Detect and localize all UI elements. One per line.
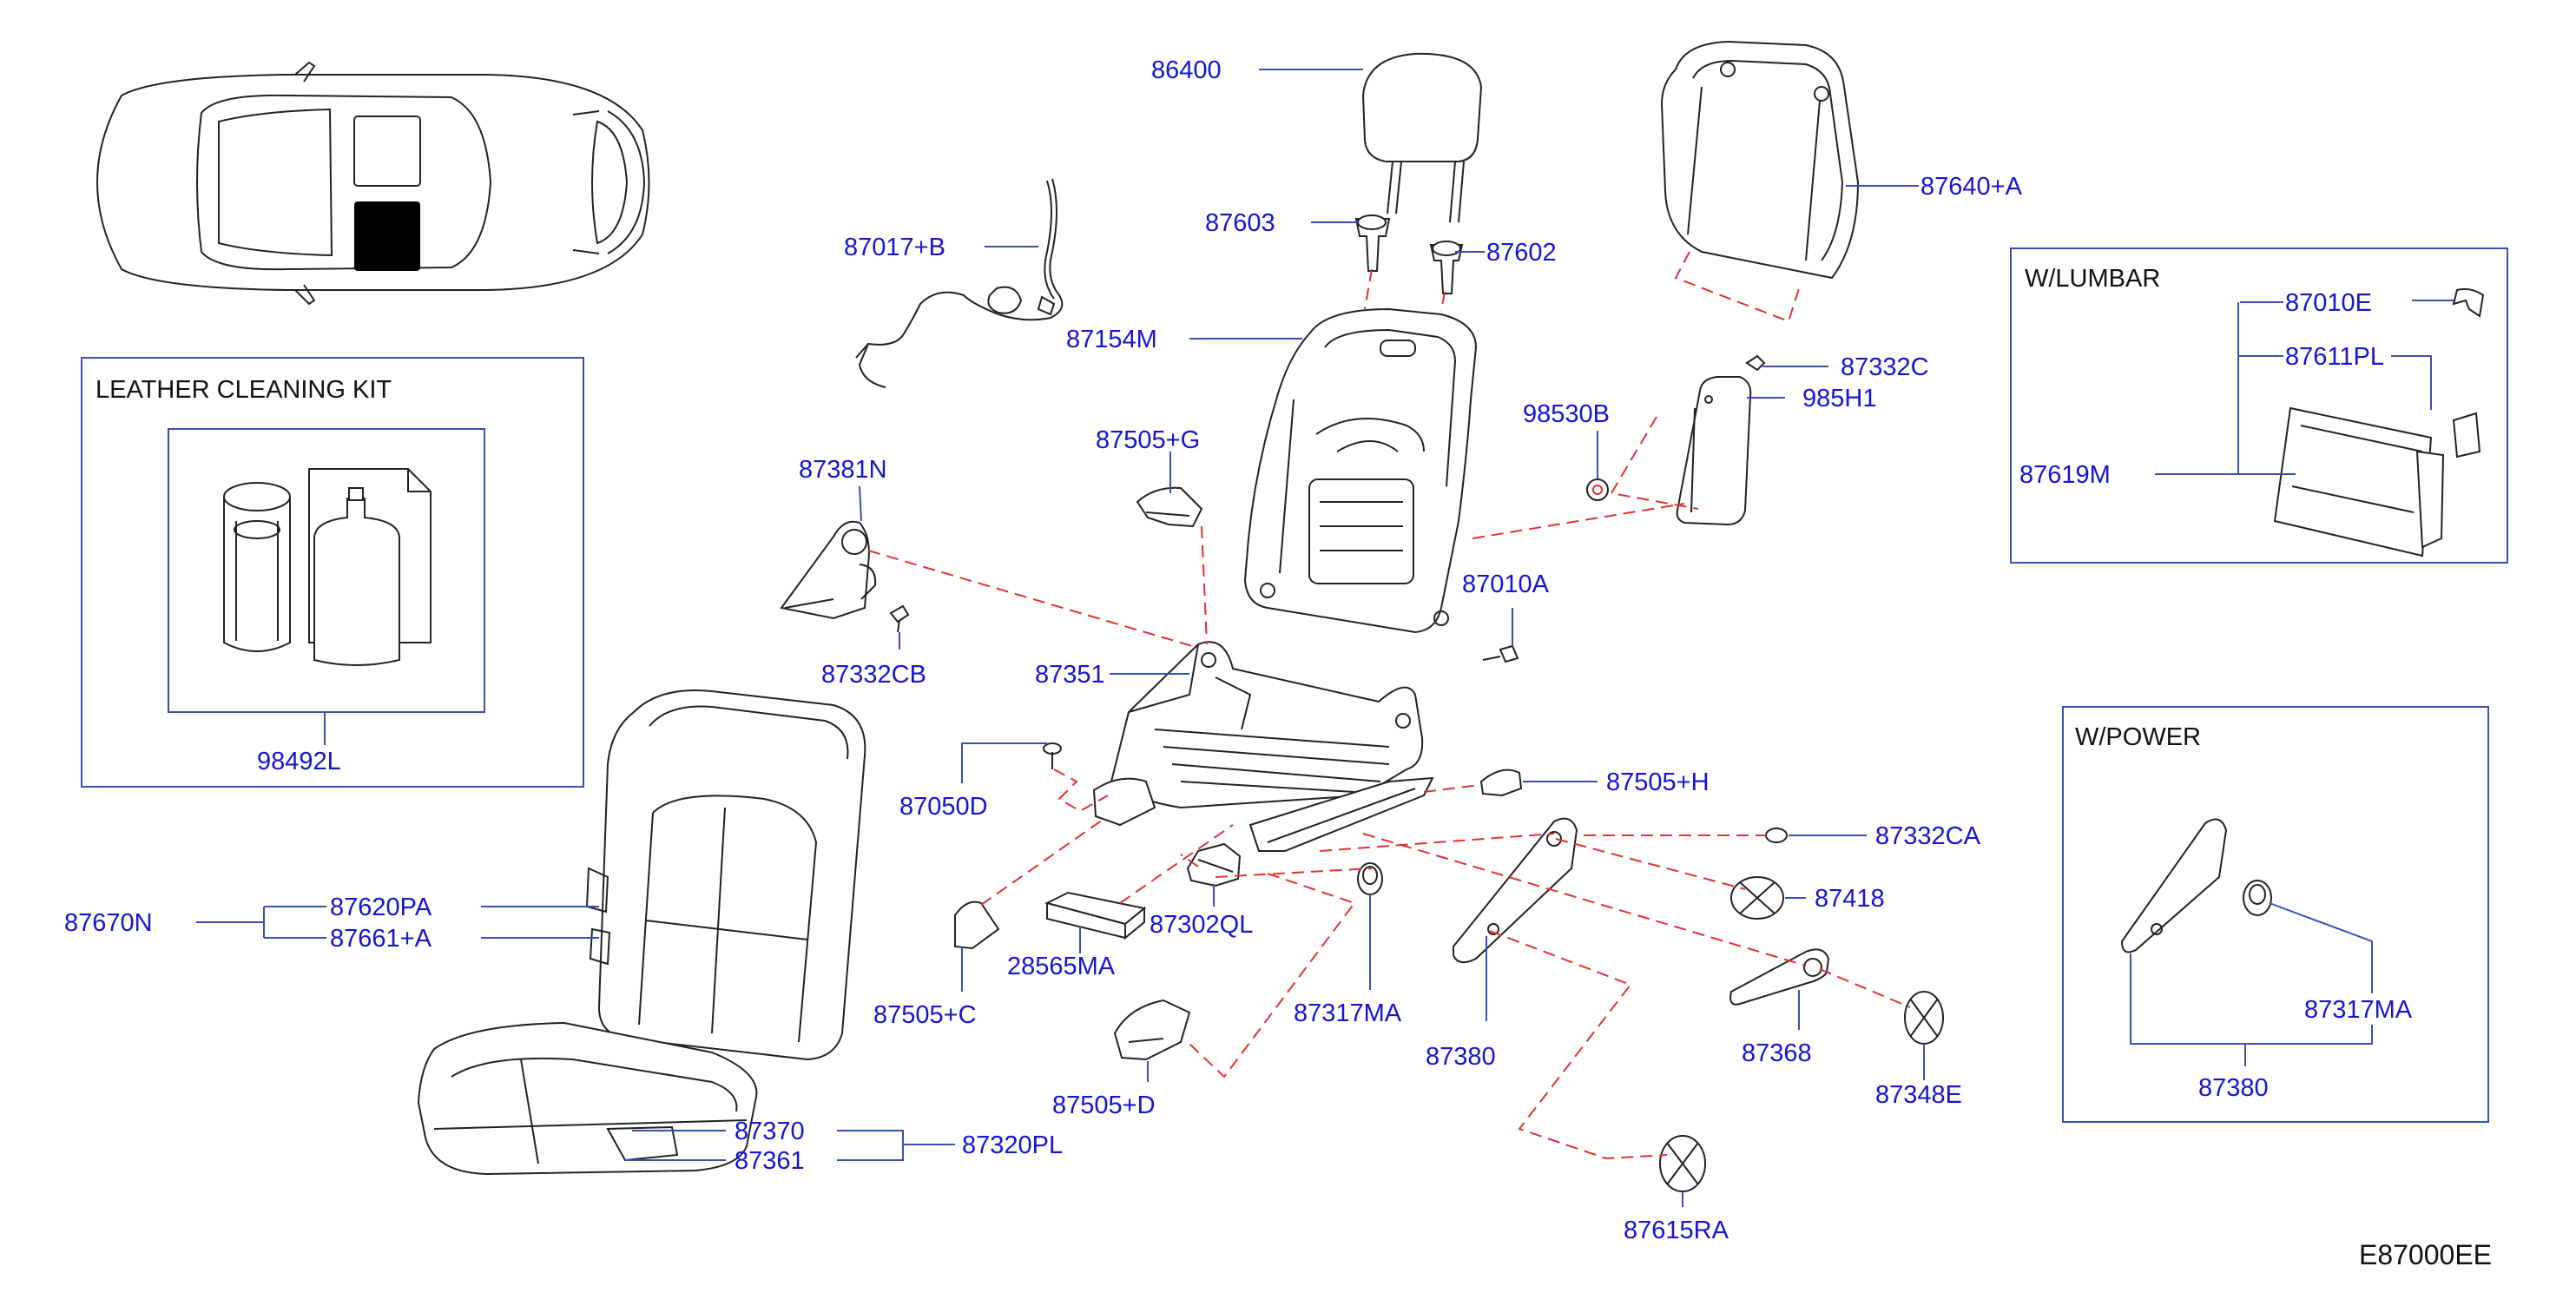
- switch-panel-87380-illustration: [1453, 817, 1578, 964]
- bracket-87381N-illustration: [780, 520, 877, 620]
- label-98530B[interactable]: 98530B: [1523, 400, 1610, 428]
- bolt-87050D: [1043, 742, 1062, 769]
- cushion-frame-illustration: [1092, 641, 1434, 852]
- label-87320PL[interactable]: 87320PL: [962, 1131, 1063, 1159]
- label-87661A[interactable]: 87661+A: [330, 925, 432, 953]
- label-87317MA[interactable]: 87317MA: [1294, 999, 1402, 1027]
- label-87050D[interactable]: 87050D: [899, 793, 988, 821]
- label-87611PL[interactable]: 87611PL: [2285, 343, 2384, 371]
- label-87615RA[interactable]: 87615RA: [1624, 1217, 1729, 1244]
- leather-kit-title: LEATHER CLEANING KIT: [96, 376, 392, 404]
- power-box-title: W/POWER: [2075, 723, 2201, 751]
- seatback-frame-illustration: [1243, 307, 1478, 634]
- bolt-87010A: [1482, 644, 1519, 663]
- bolt-87332CB: [889, 604, 910, 633]
- wiring-harness-illustration: [855, 178, 1064, 388]
- headrest-guides-illustration: [1354, 214, 1464, 294]
- screw-87332CA: [1765, 828, 1788, 843]
- label-28565MA[interactable]: 28565MA: [1007, 953, 1116, 980]
- cushion-trim-illustration: [417, 1021, 758, 1176]
- part-labels: 86400 87603 87602 87017+B 87154M 87640+A…: [64, 56, 2413, 1244]
- motor-87302QL-illustration: [1186, 842, 1242, 887]
- label-87332CA[interactable]: 87332CA: [1875, 822, 1981, 850]
- label-87332C[interactable]: 87332C: [1841, 353, 1929, 381]
- label-87361[interactable]: 87361: [735, 1147, 805, 1175]
- label-87154M[interactable]: 87154M: [1066, 326, 1157, 353]
- lumbar-box: W/LUMBAR: [2010, 247, 2508, 564]
- module-28565MA-illustration: [1044, 891, 1147, 940]
- seatback-trim-illustration: [585, 689, 866, 1061]
- cover-87505D-illustration: [1113, 999, 1191, 1061]
- label-87670N[interactable]: 87670N: [64, 909, 153, 937]
- knob-87348E-illustration: [1904, 991, 1944, 1045]
- label-87640A[interactable]: 87640+A: [1920, 173, 2023, 201]
- label-87620PA[interactable]: 87620PA: [330, 894, 432, 921]
- side-panel-985H1-illustration: [1676, 376, 1752, 526]
- label-87348E[interactable]: 87348E: [1875, 1081, 1962, 1109]
- seatback-assy-illustration: [1660, 40, 1860, 280]
- knob-87418-illustration: [1730, 876, 1784, 920]
- knob-87615RA-illustration: [1659, 1135, 1706, 1192]
- label-87505C[interactable]: 87505+C: [873, 1001, 977, 1029]
- label-87351[interactable]: 87351: [1035, 661, 1105, 689]
- label-87505H[interactable]: 87505+H: [1606, 769, 1710, 796]
- lumbar-box-title: W/LUMBAR: [2025, 265, 2160, 293]
- screw-87332C: [1745, 354, 1766, 372]
- label-87332CB[interactable]: 87332CB: [821, 661, 926, 689]
- diagram-code: E87000EE: [2359, 1239, 2492, 1270]
- label-87381N[interactable]: 87381N: [799, 456, 887, 484]
- headrest-illustration: [1361, 52, 1483, 223]
- label-87380-power[interactable]: 87380: [2198, 1074, 2269, 1102]
- label-87017B[interactable]: 87017+B: [844, 234, 945, 261]
- label-87603[interactable]: 87603: [1205, 209, 1275, 237]
- label-87380[interactable]: 87380: [1426, 1043, 1496, 1071]
- cover-87505C-illustration: [954, 900, 1000, 950]
- label-98492L[interactable]: 98492L: [257, 748, 341, 775]
- label-87602[interactable]: 87602: [1486, 239, 1557, 267]
- label-87505D[interactable]: 87505+D: [1052, 1092, 1156, 1119]
- label-87368[interactable]: 87368: [1742, 1039, 1812, 1067]
- label-87317MA-power[interactable]: 87317MA: [2304, 996, 2413, 1024]
- label-87619M[interactable]: 87619M: [2019, 461, 2111, 489]
- label-87418[interactable]: 87418: [1815, 885, 1885, 913]
- power-box: W/POWER: [2062, 706, 2489, 1123]
- cover-87505H-illustration: [1479, 769, 1523, 797]
- label-87010A[interactable]: 87010A: [1462, 571, 1550, 598]
- label-86400[interactable]: 86400: [1151, 56, 1222, 84]
- label-985H1[interactable]: 985H1: [1802, 385, 1876, 412]
- nut-98530B: [1586, 478, 1609, 501]
- label-87302QL[interactable]: 87302QL: [1150, 911, 1253, 939]
- leader-lines: [196, 69, 2454, 1207]
- cover-87505G-illustration: [1136, 486, 1203, 528]
- highlighted-seat-location: [354, 201, 420, 271]
- leather-cleaning-kit-box: LEATHER CLEANING KIT 98492L: [81, 357, 584, 788]
- label-87010E[interactable]: 87010E: [2285, 289, 2372, 317]
- label-87370[interactable]: 87370: [735, 1118, 805, 1145]
- phantom-lines: [867, 251, 1911, 1160]
- lever-87368-illustration: [1729, 948, 1830, 1006]
- label-87505G[interactable]: 87505+G: [1096, 426, 1200, 454]
- car-top-view-illustration: [96, 61, 650, 306]
